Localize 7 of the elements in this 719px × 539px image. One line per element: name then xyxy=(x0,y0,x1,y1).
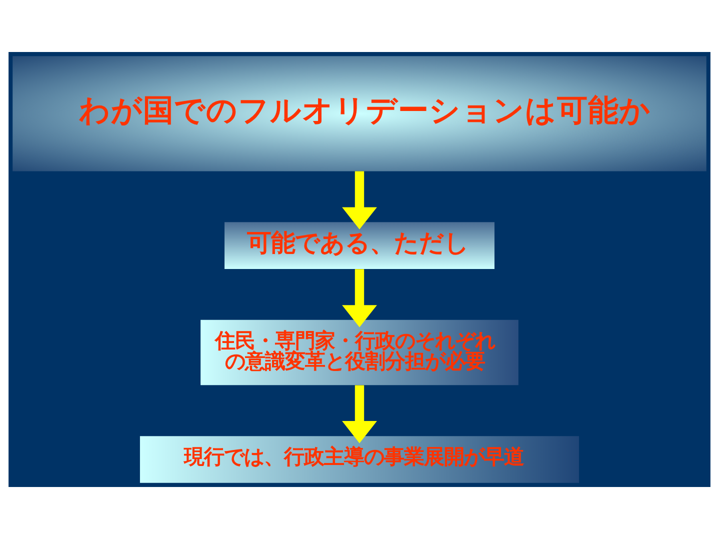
node-box: わが国でのフルオリデーションは可能か xyxy=(12,56,706,172)
arrow xyxy=(342,385,377,444)
arrow xyxy=(342,269,377,328)
arrow xyxy=(342,171,377,230)
node-box: 住民・専門家・行政のそれぞれの意識変革と役割分担が必要 xyxy=(200,320,518,386)
node-box: 現行では、行政主導の事業展開が早道 xyxy=(140,436,580,483)
node-box: 可能である、ただし xyxy=(224,222,494,269)
